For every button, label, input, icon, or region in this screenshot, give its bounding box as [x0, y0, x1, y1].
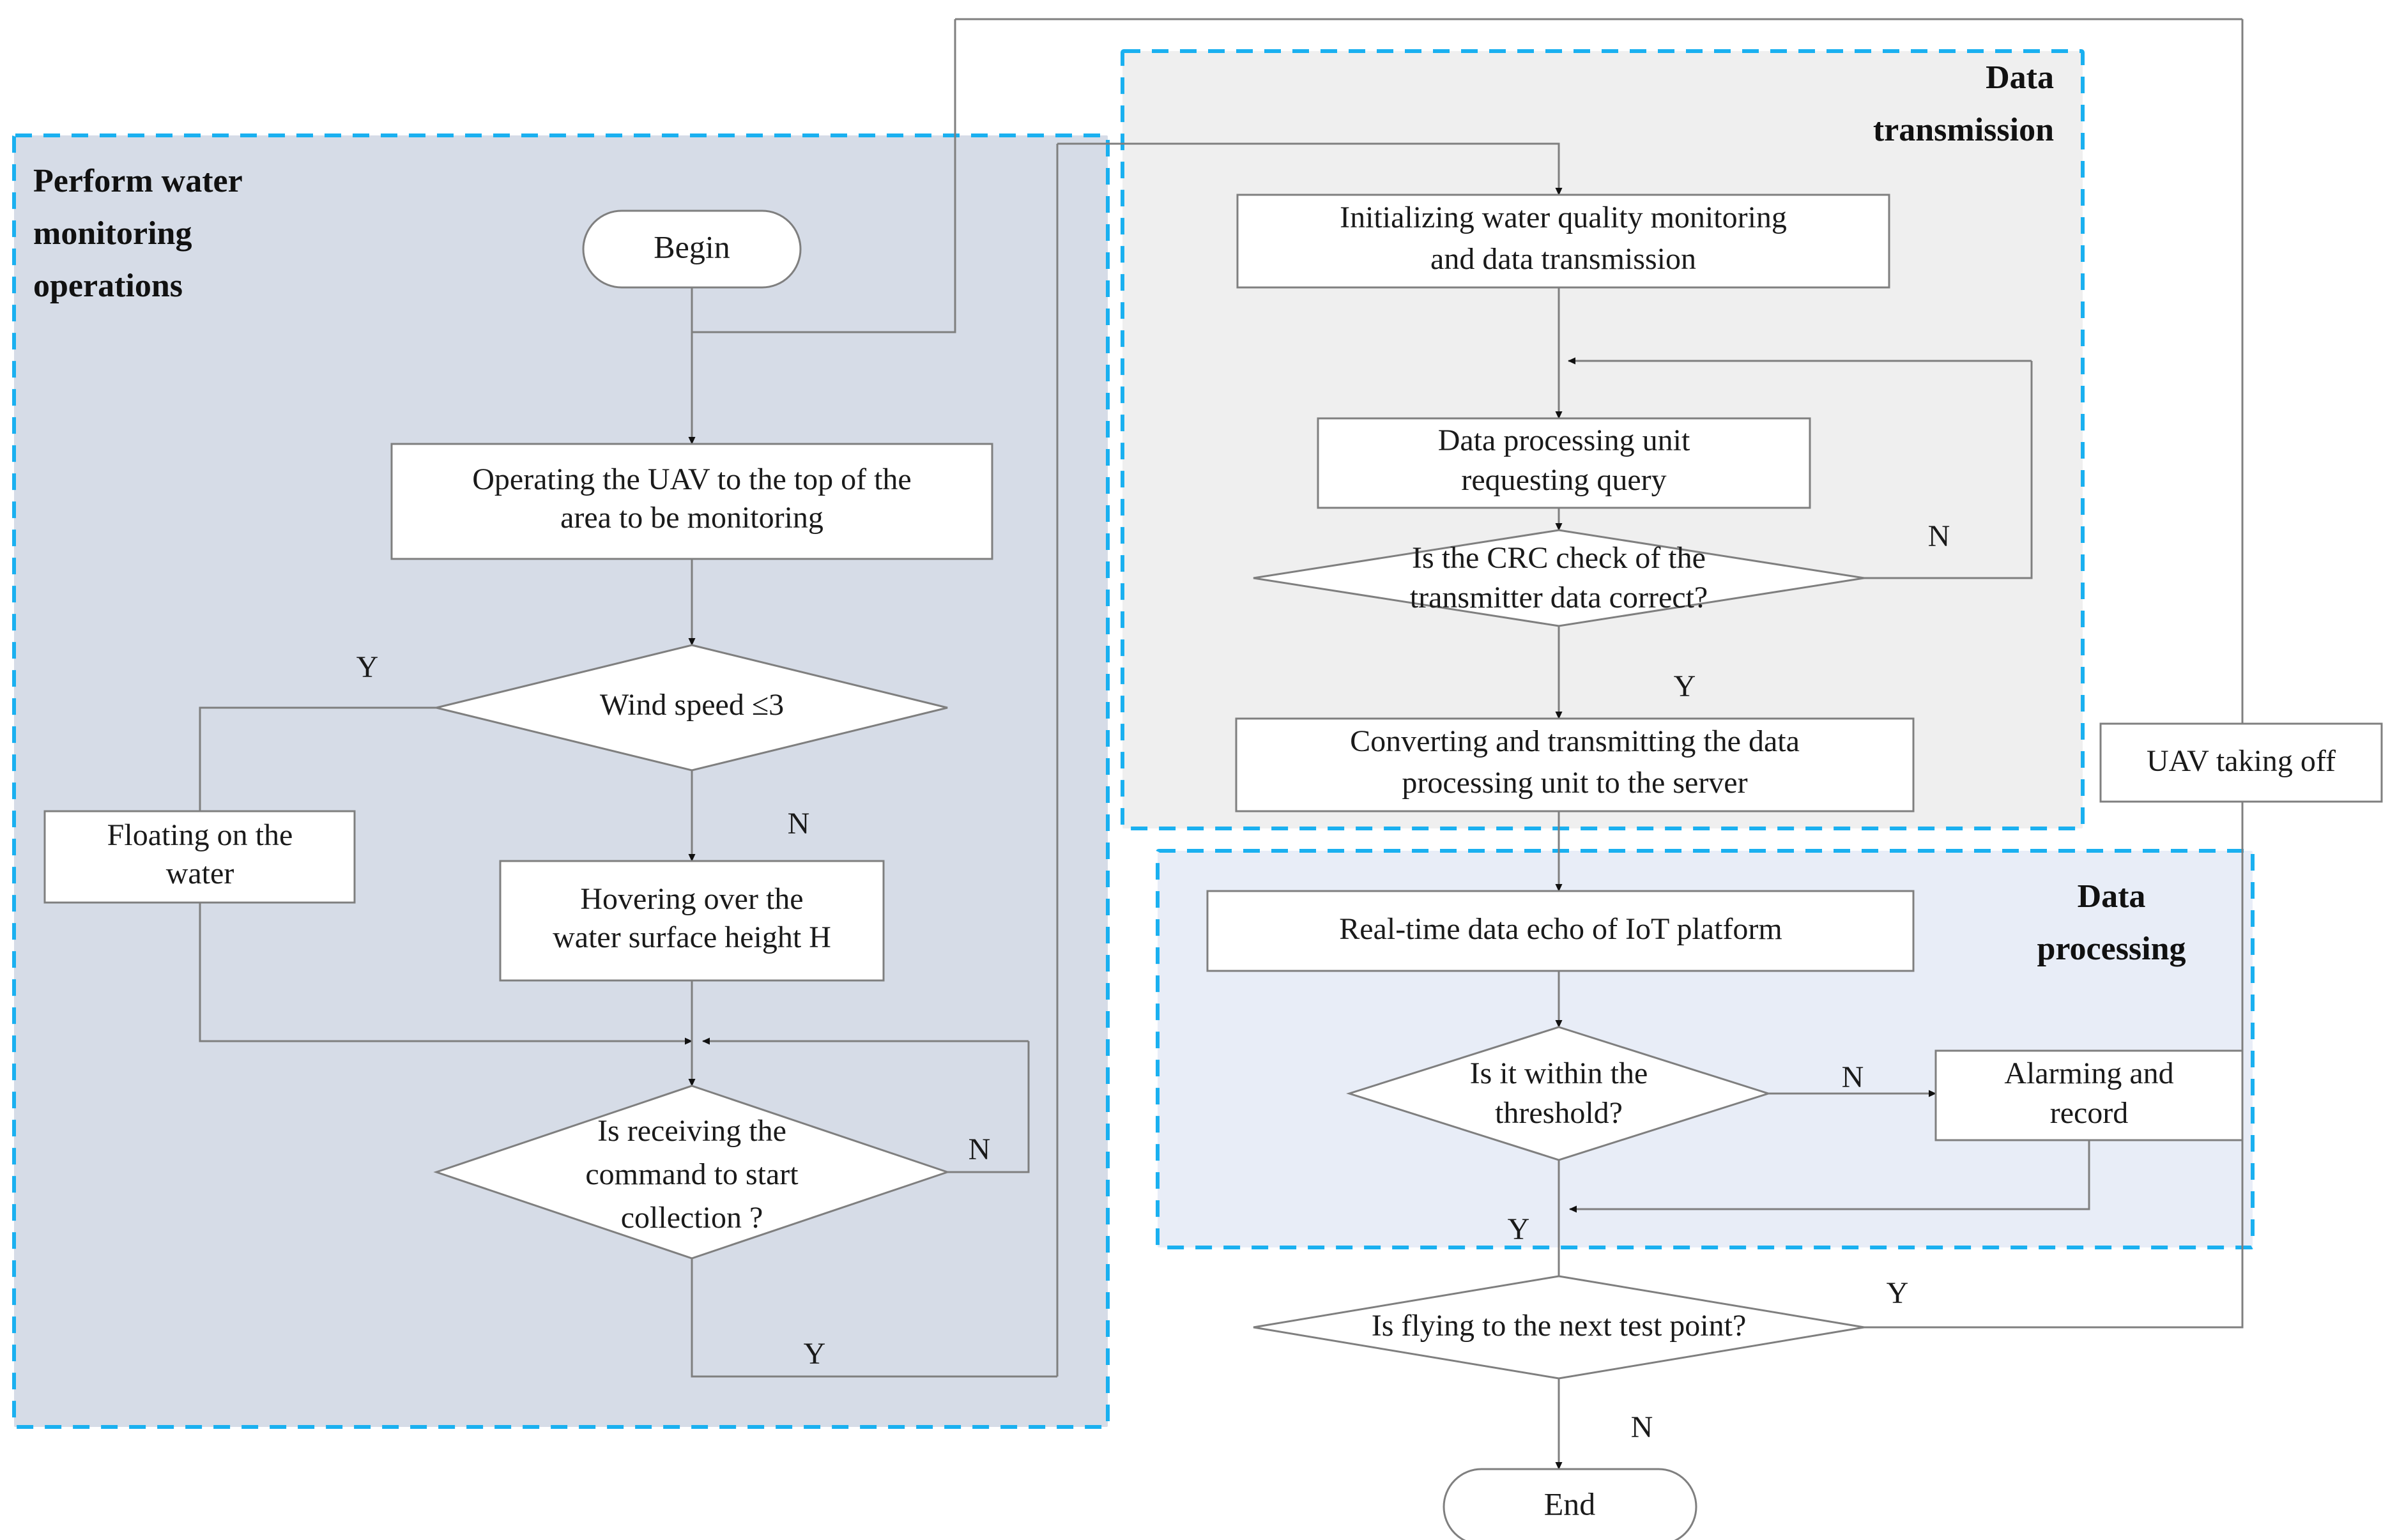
edge-receiving-no — [947, 1041, 1030, 1173]
edge-receiving-yes — [691, 1258, 1057, 1378]
node-within-threshold[interactable]: Is it within the threshold? — [1346, 1026, 1772, 1161]
node-operate-uav[interactable]: Operating the UAV to the top of the area… — [390, 443, 993, 560]
node-hovering[interactable]: Hovering over the water surface height H — [499, 860, 885, 982]
operate-uav-shape — [390, 443, 993, 560]
initializing-shape — [1236, 194, 1890, 289]
node-initializing[interactable]: Initializing water quality monitoring an… — [1236, 194, 1890, 289]
node-crc-check[interactable]: Is the CRC check of the transmitter data… — [1253, 529, 1865, 627]
within-threshold-shape — [1346, 1026, 1772, 1161]
node-begin[interactable]: Begin — [582, 210, 802, 289]
flying-next-point-shape — [1253, 1275, 1865, 1380]
node-label: and data transmission — [1430, 242, 1696, 276]
alarming-record-shape — [1934, 1049, 2244, 1141]
converting-shape — [1235, 717, 1915, 812]
node-label: area to be monitoring — [560, 501, 823, 535]
node-label: collection ? — [621, 1201, 763, 1235]
node-floating-water[interactable]: Floating on the water — [43, 810, 356, 904]
edge-floating-to-junction — [199, 903, 693, 1045]
edge-label-receiving-no: N — [969, 1132, 991, 1166]
node-flying-next-point[interactable]: Is flying to the next test point? — [1253, 1275, 1865, 1380]
node-label: Is flying to the next test point? — [1372, 1309, 1747, 1343]
edge-label-flying-no: N — [1631, 1410, 1653, 1444]
node-label: water surface height H — [553, 920, 831, 954]
edge-alarm-return — [1569, 1140, 2090, 1213]
node-label: threshold? — [1495, 1096, 1623, 1130]
dpu-query-shape — [1317, 417, 1811, 509]
node-label: UAV taking off — [2147, 744, 2336, 778]
group-title-perform-water-monitoring: Perform water monitoring operations — [33, 163, 243, 304]
node-label: Data processing unit — [1438, 423, 1690, 457]
receiving-command-shape — [433, 1085, 951, 1260]
group-title-line: Data — [2078, 878, 2146, 915]
node-label: Is the CRC check of the — [1412, 541, 1706, 575]
node-realtime-echo[interactable]: Real-time data echo of IoT platform — [1206, 890, 1915, 972]
edge-label-flying-yes: Y — [1887, 1276, 1909, 1310]
node-label: Operating the UAV to the top of the — [472, 462, 911, 496]
node-receiving-command[interactable]: Is receiving the command to start collec… — [433, 1085, 951, 1260]
node-label: Hovering over the — [580, 882, 803, 916]
crc-check-shape — [1253, 529, 1865, 627]
node-label: water — [166, 857, 234, 890]
node-label: command to start — [585, 1157, 799, 1191]
node-label: Floating on the — [107, 818, 293, 852]
edge-label-wind-no: N — [788, 807, 810, 841]
node-label: transmitter data correct? — [1410, 581, 1708, 614]
node-wind-speed[interactable]: Wind speed ≤3 — [436, 644, 948, 772]
group-title-line: transmission — [1873, 112, 2054, 148]
group-title-line: processing — [2037, 931, 2186, 967]
node-label: Is receiving the — [597, 1114, 786, 1148]
node-label: Is it within the — [1470, 1056, 1648, 1090]
hovering-shape — [499, 860, 885, 982]
edge-label-wind-yes: Y — [356, 650, 379, 684]
edge-to-initializing — [1057, 142, 1563, 195]
node-label: Initializing water quality monitoring — [1340, 201, 1787, 234]
edge-return-to-begin — [692, 19, 956, 333]
group-title-line: monitoring — [33, 215, 192, 252]
edge-crc-no — [1864, 361, 2033, 579]
node-label: Begin — [654, 229, 730, 264]
edge-label-threshold-no: N — [1842, 1060, 1864, 1094]
floating-water-shape — [43, 810, 356, 904]
node-label: Wind speed ≤3 — [600, 688, 784, 722]
node-label: Converting and transmitting the data — [1350, 724, 1800, 758]
realtime-echo-shape — [1206, 890, 1915, 972]
node-label: Real-time data echo of IoT platform — [1339, 912, 1782, 946]
group-title-line: Data — [1986, 59, 2054, 96]
node-label: Alarming and — [2004, 1056, 2173, 1090]
edge-label-crc-no: N — [1928, 519, 1950, 553]
edge-label-crc-yes: Y — [1674, 669, 1696, 703]
node-dpu-query[interactable]: Data processing unit requesting query — [1317, 417, 1811, 509]
group-title-line: Perform water — [33, 163, 243, 199]
edge-flying-yes-to-takeoff — [1864, 791, 2246, 1329]
group-title-data-transmission: Data transmission — [1873, 59, 2054, 148]
node-converting[interactable]: Converting and transmitting the data pro… — [1235, 717, 1915, 812]
group-panel-perform-water-monitoring — [12, 133, 1110, 1429]
edge-label-receiving-yes: Y — [804, 1337, 826, 1371]
node-end[interactable]: End — [1443, 1468, 1697, 1540]
group-title-line: operations — [33, 268, 183, 304]
node-label: End — [1544, 1486, 1596, 1521]
group-title-data-processing: Data processing — [2037, 878, 2186, 967]
end-shape — [1443, 1468, 1697, 1540]
node-label: requesting query — [1461, 463, 1666, 497]
edge-wind-yes-to-floating — [199, 706, 532, 811]
node-alarming-record[interactable]: Alarming and record — [1934, 1049, 2244, 1141]
node-uav-taking-off[interactable]: UAV taking off — [2099, 722, 2383, 803]
begin-shape — [582, 210, 802, 289]
edge-label-threshold-yes: Y — [1508, 1212, 1530, 1246]
node-label: processing unit to the server — [1402, 766, 1747, 800]
wind-speed-shape — [436, 644, 948, 772]
uav-taking-off-shape — [2099, 722, 2383, 803]
node-label: record — [2050, 1096, 2129, 1130]
